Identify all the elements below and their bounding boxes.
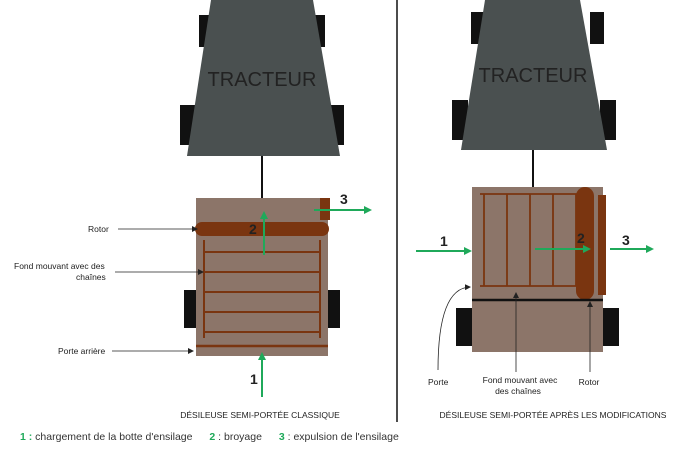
label-fond-mouvant-line1: Fond mouvant avec <box>483 375 558 385</box>
tractor-body <box>187 0 340 156</box>
tractor-rear-wheel-right <box>600 100 616 140</box>
legend-item-1-text: chargement de la botte d'ensilage <box>32 431 193 443</box>
tractor-rear-wheel-left <box>452 100 468 140</box>
caption-right: DÉSILEUSE SEMI-PORTÉE APRÈS LES MODIFICA… <box>440 410 667 420</box>
leader-porte <box>437 284 471 371</box>
label-rotor: Rotor <box>579 377 600 387</box>
step-3-number: 3 <box>340 191 348 207</box>
legend: 1 : chargement de la botte d'ensilage 2 … <box>20 431 413 443</box>
label-rotor: Rotor <box>88 224 109 234</box>
right-panel: TRACTEUR 1 2 3 Porte <box>416 0 667 420</box>
trailer-wheel-left <box>184 290 196 328</box>
label-fond-mouvant-line1: Fond mouvant avec des <box>14 261 105 271</box>
caption-left: DÉSILEUSE SEMI-PORTÉE CLASSIQUE <box>180 410 340 420</box>
rotor-vertical <box>576 187 594 300</box>
label-porte-arriere: Porte arrière <box>58 346 106 356</box>
legend-item-3: 3 : expulsion de l'ensilage <box>279 431 399 443</box>
trailer-wheel-right <box>603 308 619 346</box>
label-fond-mouvant-line2: chaînes <box>76 272 106 282</box>
trailer-wheel-right <box>328 290 340 328</box>
step-1-number: 1 <box>440 233 448 249</box>
step-3-number: 3 <box>622 232 630 248</box>
label-porte: Porte <box>428 377 449 387</box>
ejector-strip <box>598 195 606 295</box>
legend-item-1: 1 : chargement de la botte d'ensilage <box>20 431 192 443</box>
step-2-number: 2 <box>577 230 585 246</box>
step-1-number: 1 <box>250 371 258 387</box>
tractor-label: TRACTEUR <box>208 69 317 91</box>
legend-item-2-number: 2 <box>209 431 216 443</box>
left-panel: TRACTEUR 1 2 3 Rotor <box>14 0 372 420</box>
legend-item-3-number: 3 <box>278 431 285 443</box>
label-fond-mouvant-line2: des chaînes <box>495 386 541 396</box>
chain-floor <box>203 240 321 338</box>
legend-item-1-number: 1 : <box>20 431 33 443</box>
trailer-wheel-left <box>456 308 472 346</box>
legend-item-2: 2 : broyage <box>209 431 262 443</box>
step-2-number: 2 <box>249 221 257 237</box>
tractor-label: TRACTEUR <box>479 65 588 87</box>
rotor-bar <box>195 222 329 236</box>
tractor-front-wheel-right <box>590 12 604 44</box>
legend-item-3-text: : expulsion de l'ensilage <box>284 431 399 443</box>
tractor-body <box>461 0 607 150</box>
legend-item-2-text: : broyage <box>215 431 262 443</box>
